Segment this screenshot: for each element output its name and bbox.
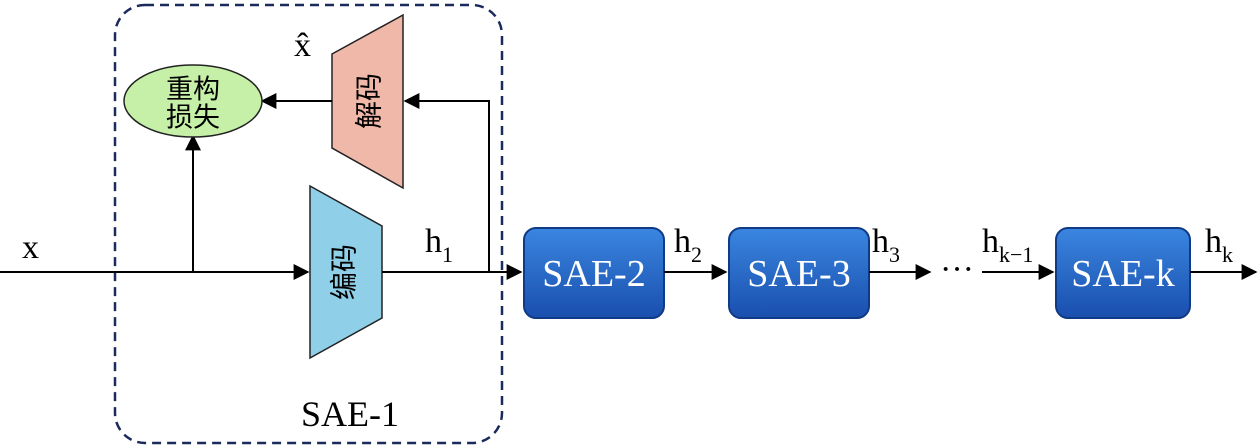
recon-loss-line1: 重构 [166,75,220,106]
hk-minus-1-sub: k−1 [999,242,1033,267]
recon-loss-line2: 损失 [166,103,220,134]
saek-label: SAE-k [1071,253,1174,295]
input-label: x [22,229,39,266]
hk-minus-1-label: hk−1 [982,223,1033,267]
sae3-label: SAE-3 [747,253,850,295]
hk-minus-1-base: h [982,223,999,260]
encoder-trapezoid [309,184,383,360]
hk-base: h [1205,223,1222,260]
sae1-dashed-container [113,3,504,445]
sae1-label: SAE-1 [301,394,399,434]
h2-base: h [674,223,691,260]
decoder-label: 解码 [353,73,386,129]
ellipsis: ··· [940,251,974,288]
decoder-feedback-line [403,93,490,272]
h3-label: h3 [872,223,900,267]
h1-sub: 1 [442,242,453,267]
h1-label: h1 [425,223,453,267]
decoder-trapezoid [331,13,404,190]
h1-base: h [425,223,442,260]
hk-label: hk [1205,223,1233,267]
h2-sub: 2 [691,242,702,267]
hk-sub: k [1222,242,1233,267]
recon-output-label: x̂ [294,27,311,64]
sae2-label: SAE-2 [542,253,645,295]
h2-label: h2 [674,223,702,267]
h3-sub: 3 [889,242,900,267]
h3-base: h [872,223,889,260]
encoder-label: 编码 [328,244,361,300]
recon-loss-ellipse [123,64,263,138]
